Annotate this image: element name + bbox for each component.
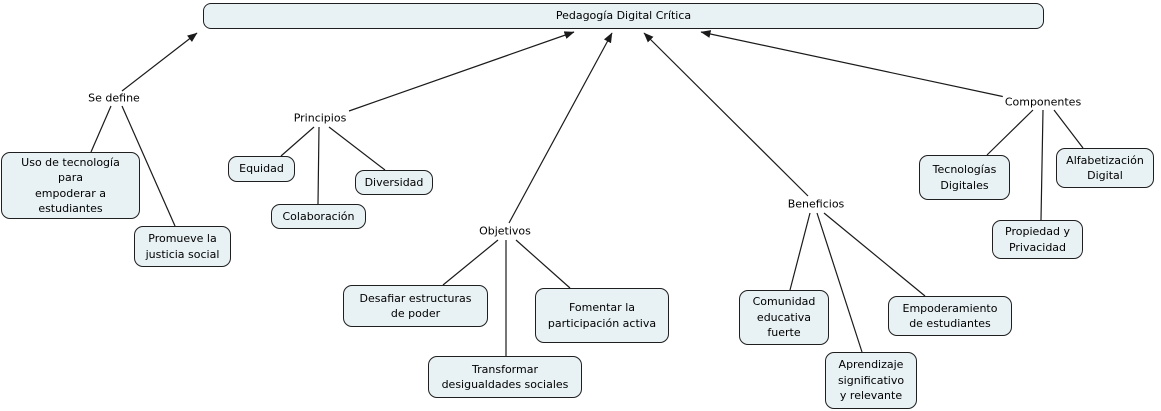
edge-principios-equidad <box>280 126 315 157</box>
edge-beneficios-main <box>643 32 809 197</box>
edge-objetivos-fomentar <box>515 239 571 289</box>
concept-aprendizaje-significativo[interactable]: Aprendizaje significativo y relevante <box>825 352 917 409</box>
concept-empoderamiento-estudiantes[interactable]: Empoderamiento de estudiantes <box>888 296 1012 336</box>
edge-sedefine-promueve <box>121 105 176 227</box>
concept-propiedad-privacidad[interactable]: Propiedad y Privacidad <box>992 220 1083 259</box>
concept-promueve-justicia[interactable]: Promueve la justicia social <box>134 226 231 267</box>
edge-principios-diversidad <box>328 126 386 171</box>
edge-sedefine-main <box>121 32 198 92</box>
linking-phrase-principios[interactable]: Principios <box>291 111 349 125</box>
edge-objetivos-desafiar <box>442 239 499 286</box>
concept-alfabetizacion-digital[interactable]: Alfabetización Digital <box>1056 148 1154 188</box>
edge-componentes-propiedad <box>1040 109 1044 221</box>
edge-principios-colaboracion <box>317 126 320 205</box>
linking-phrase-componentes[interactable]: Componentes <box>1002 95 1084 109</box>
concept-equidad[interactable]: Equidad <box>228 156 295 182</box>
linking-phrase-se-define[interactable]: Se define <box>86 91 142 105</box>
edge-sedefine-uso <box>90 105 112 153</box>
concept-desafiar-estructuras[interactable]: Desafiar estructuras de poder <box>343 285 488 327</box>
concept-transformar-desigualdades[interactable]: Transformar desigualdades sociales <box>428 356 582 398</box>
concept-diversidad[interactable]: Diversidad <box>355 170 433 195</box>
edge-beneficios-empoderamiento <box>823 212 926 297</box>
concept-comunidad-educativa[interactable]: Comunidad educativa fuerte <box>739 290 829 345</box>
concept-colaboracion[interactable]: Colaboración <box>271 204 366 229</box>
concept-fomentar-participacion[interactable]: Fomentar la participación activa <box>535 288 669 343</box>
concept-tecnologias-digitales[interactable]: Tecnologías Digitales <box>919 155 1010 200</box>
linking-phrase-beneficios[interactable]: Beneficios <box>785 197 847 211</box>
concept-uso-de-tecnologia[interactable]: Uso de tecnología para empoderar a estud… <box>1 152 140 219</box>
edge-beneficios-comunidad <box>789 212 811 291</box>
concept-main-pedagogia-digital-critica[interactable]: Pedagogía Digital Crítica <box>203 3 1044 29</box>
linking-phrase-objetivos[interactable]: Objetivos <box>477 224 533 238</box>
edge-beneficios-aprendizaje <box>816 212 863 353</box>
edge-componentes-alfabetizacion <box>1053 109 1084 149</box>
edge-componentes-tecnologias <box>986 109 1034 156</box>
edge-objetivos-main <box>508 32 613 224</box>
edge-componentes-main <box>700 30 1006 98</box>
edge-principios-main <box>348 31 575 112</box>
